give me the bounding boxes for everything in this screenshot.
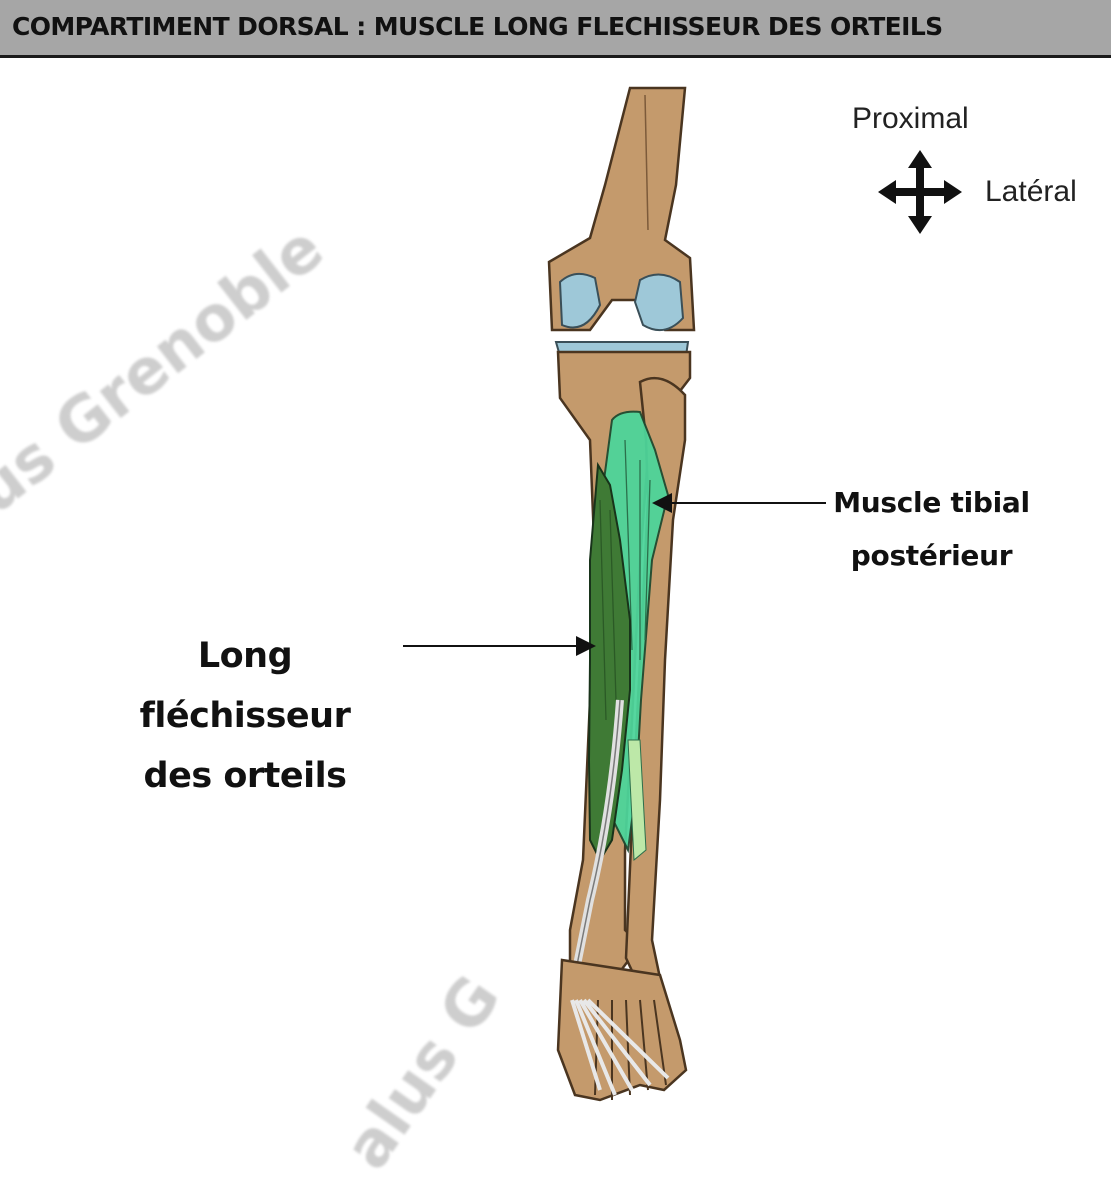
flexor-digitorum-longus-muscle: [587, 461, 631, 863]
orientation-lateral-label: Latéral: [985, 175, 1077, 208]
tibial-label-line2: postérieur: [850, 539, 1013, 572]
toe-tendons: [570, 998, 670, 1096]
orientation-proximal-label: Proximal: [852, 102, 969, 135]
cartilage-lateral: [558, 272, 602, 329]
flexor-label-line1: Long fléchisseur: [139, 636, 351, 736]
tibialis-posterior-label: Muscle tibial postérieur: [824, 476, 1039, 582]
tibial-label-line1: Muscle tibial: [833, 486, 1030, 519]
cartilage-medial: [633, 273, 685, 332]
header-bar: COMPARTIMENT DORSAL : MUSCLE LONG FLECHI…: [0, 0, 1111, 58]
flexor-label-line2: des orteils: [143, 756, 347, 796]
four-way-arrow-icon: [878, 150, 962, 234]
page-title: COMPARTIMENT DORSAL : MUSCLE LONG FLECHI…: [12, 12, 943, 41]
leg-anatomy-illustration: [403, 86, 962, 1102]
flexor-digitorum-label: Long fléchisseur des orteils: [95, 626, 395, 806]
